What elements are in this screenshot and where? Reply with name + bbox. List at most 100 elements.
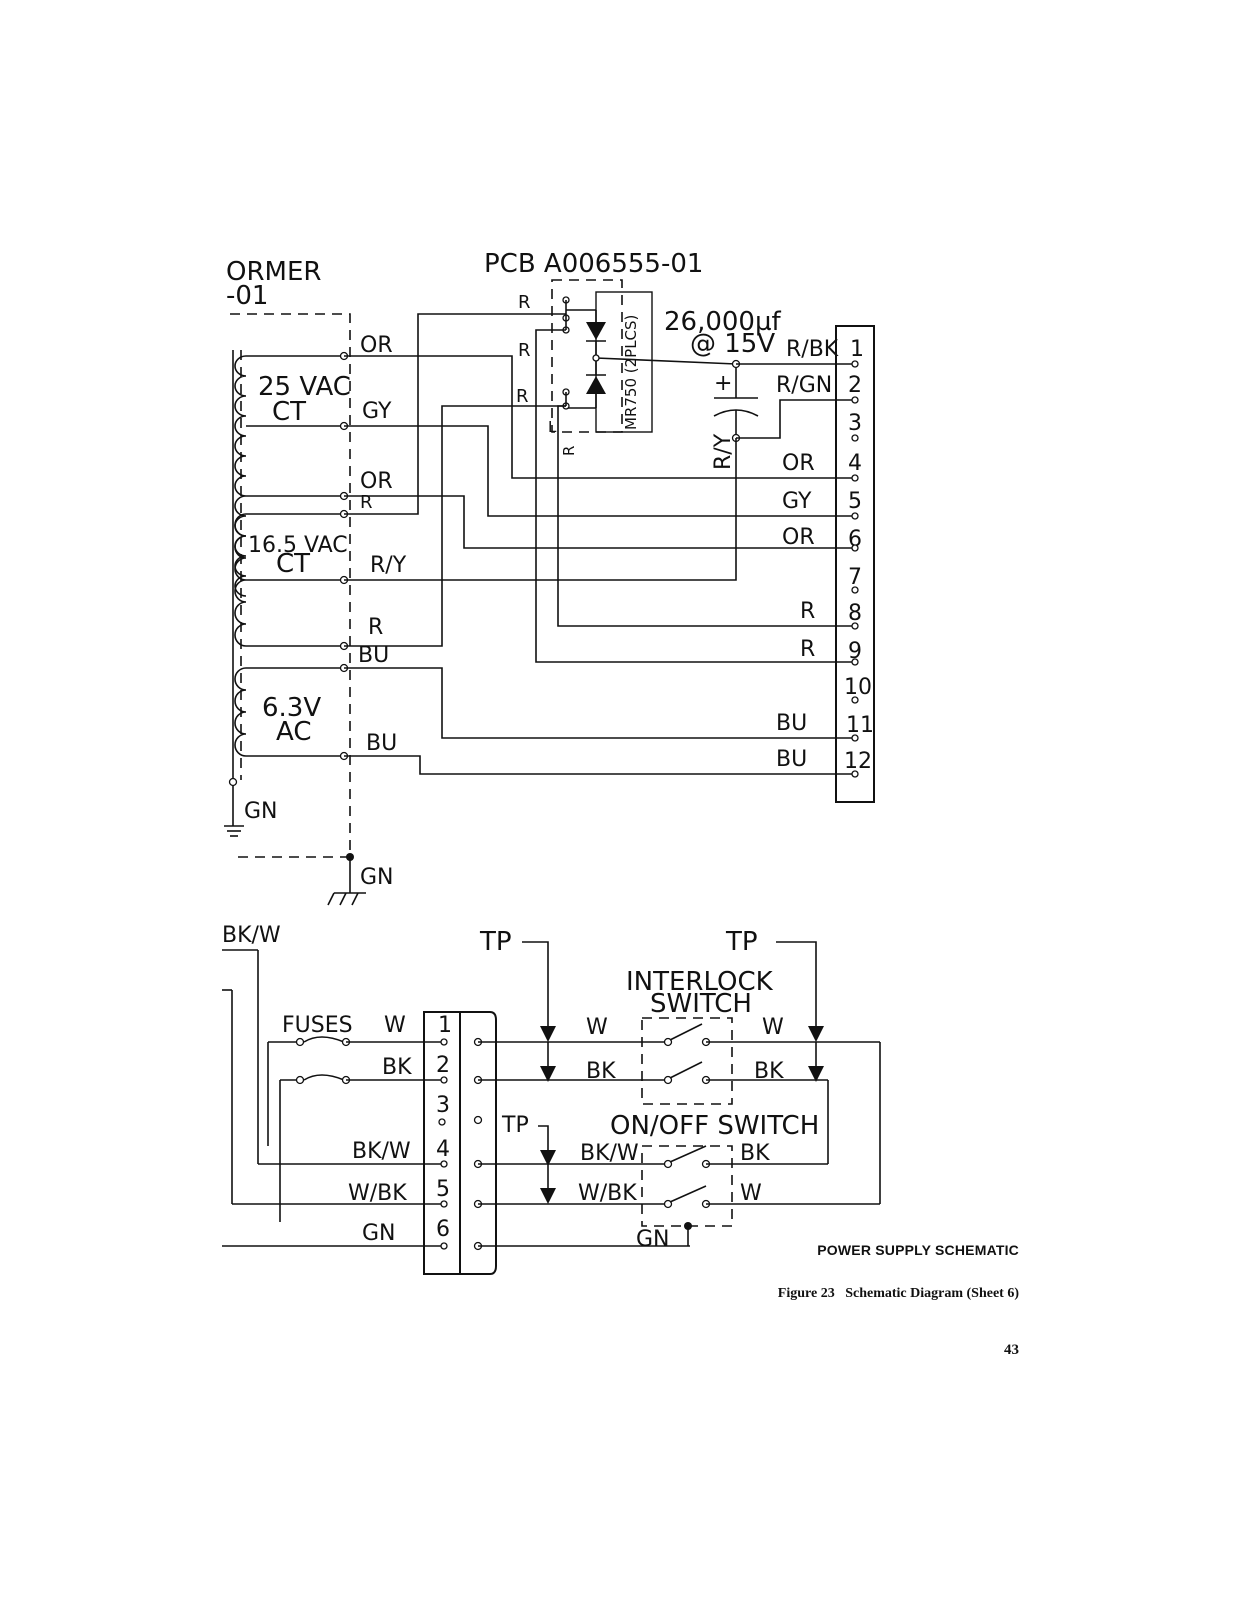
terminal xyxy=(851,512,859,520)
left-wire-label: W/BK xyxy=(348,1181,407,1206)
interlock-blade-2 xyxy=(669,1061,703,1079)
mid-wire-label: W xyxy=(586,1015,608,1040)
terminal xyxy=(295,1075,305,1085)
fuses-label: FUSES xyxy=(282,1013,353,1038)
transformer-enclosure xyxy=(230,313,351,858)
pcb-pin-label: R xyxy=(560,446,578,456)
transformer-title-line2: -01 xyxy=(226,281,268,311)
connector-6pin-label: 5 xyxy=(436,1177,450,1202)
chassis-ground-symbol xyxy=(327,892,335,906)
wire-label: R xyxy=(800,637,815,662)
terminal xyxy=(851,396,859,404)
connector-top: 1 2 3 4 5 6 7 8 9 10 11 12 R/BK R/GN OR … xyxy=(776,325,875,803)
tp-3-arrow xyxy=(808,1026,824,1042)
tp-label: TP xyxy=(479,927,512,957)
right-wire-label: BK xyxy=(754,1059,784,1084)
terminal xyxy=(663,1159,673,1169)
onoff-blade-1 xyxy=(669,1145,707,1163)
upper-wiring xyxy=(344,313,852,775)
terminal xyxy=(440,1076,448,1084)
connector-6pin-label: 4 xyxy=(436,1137,450,1162)
connector-top-pin: 10 xyxy=(844,675,872,700)
right-wire-label: BK xyxy=(740,1141,770,1166)
lead-label: R xyxy=(368,615,383,640)
wire-label: R xyxy=(800,599,815,624)
wire-pin5 xyxy=(344,425,852,517)
mid-wire-label: BK/W xyxy=(580,1141,639,1166)
input-label: BK/W xyxy=(222,923,281,948)
wire-pin9 xyxy=(535,329,852,663)
connector-top-pin: 8 xyxy=(848,601,862,626)
tp-2b-arrow xyxy=(540,1188,556,1204)
pcb-pin xyxy=(592,354,600,362)
tp-label: TP xyxy=(501,1113,529,1138)
lead-label: BU xyxy=(358,643,389,668)
wire-r-pcb-1 xyxy=(344,313,566,515)
wire-label: BU xyxy=(776,747,807,772)
terminal xyxy=(851,474,859,482)
terminal xyxy=(663,1199,673,1209)
pcb-pin-label: R xyxy=(518,292,531,313)
connector-top-pin: 6 xyxy=(848,527,862,552)
chassis-ground-symbol xyxy=(351,892,359,906)
tp-3-lead xyxy=(776,941,817,1028)
page-number: 43 xyxy=(1004,1342,1019,1358)
tp-label: TP xyxy=(725,927,758,957)
lower-section: BK/W FUSES W BK BK/W W/BK GN 1 2 3 4 xyxy=(222,923,881,1275)
connector-top-pin: 2 xyxy=(848,373,862,398)
wire-label: OR xyxy=(782,451,815,476)
capacitor-lead-label: R/Y xyxy=(711,433,736,470)
winding-16vac-ct: CT xyxy=(276,549,310,579)
terminal xyxy=(663,1037,673,1047)
pcb-pin-label: R xyxy=(518,340,531,361)
connector-top-pin: 9 xyxy=(848,639,862,664)
lead-label: OR xyxy=(360,469,393,494)
terminal xyxy=(851,622,859,630)
left-wire-label: BK xyxy=(382,1055,412,1080)
capacitor-label-line2: @ 15V xyxy=(690,329,775,359)
diode-module-label: MR750 (2PLCS) xyxy=(622,315,640,430)
winding-25vac-coil xyxy=(234,355,247,597)
transformer-section: ORMER -01 25 VAC CT 16.5 VAC CT 6.3V AC xyxy=(224,257,407,906)
left-wire-label: GN xyxy=(362,1221,396,1246)
connector-6pin-label: 6 xyxy=(436,1217,450,1242)
winding-63vac-ac: AC xyxy=(276,717,311,747)
terminal xyxy=(438,1118,446,1126)
terminal xyxy=(440,1242,448,1250)
pcb-pin-label: L xyxy=(548,418,557,436)
connector-top-pin: 5 xyxy=(848,489,862,514)
terminal xyxy=(440,1200,448,1208)
connector-6pin-label: 2 xyxy=(436,1053,450,1078)
chassis-ground-symbol xyxy=(339,892,347,906)
connector-top-pin: 1 xyxy=(850,337,864,362)
tp-1-lead xyxy=(522,941,549,1030)
interlock-label-line2: SWITCH xyxy=(650,989,752,1019)
terminal xyxy=(851,360,859,368)
pcb-pin-label: R xyxy=(516,386,529,407)
terminal xyxy=(440,1038,448,1046)
connector-6pin-label: 1 xyxy=(438,1013,452,1038)
terminal xyxy=(851,696,859,704)
connector-top-pin: 11 xyxy=(846,713,874,738)
wire-label: BU xyxy=(776,711,807,736)
interlock-enclosure xyxy=(641,1017,733,1105)
connector-top-pin: 4 xyxy=(848,451,862,476)
wire-label: GY xyxy=(782,489,812,514)
interlock-label-line1: INTERLOCK xyxy=(626,967,774,997)
lead-label: R/Y xyxy=(370,553,407,578)
diode-1 xyxy=(586,322,606,340)
connector-top-pin: 3 xyxy=(848,411,862,436)
wire-r-y xyxy=(344,438,737,581)
winding-63vac-label: 6.3V xyxy=(262,693,321,723)
pcb-section: PCB A006555-01 MR750 (2PLCS) R R R L R xyxy=(484,249,737,456)
terminal xyxy=(295,1037,305,1047)
interlock-blade-1 xyxy=(669,1023,703,1041)
pcb-output-trace xyxy=(595,357,737,365)
tp-2-lead xyxy=(538,1125,549,1152)
lead-label: OR xyxy=(360,333,393,358)
tp-3b-arrow xyxy=(808,1066,824,1082)
wire-pin4 xyxy=(344,355,852,479)
onoff-enclosure xyxy=(641,1145,733,1227)
caption-figure: Figure 23 Schematic Diagram (Sheet 6) xyxy=(777,1286,1019,1301)
wire-label: R/BK xyxy=(786,337,839,362)
